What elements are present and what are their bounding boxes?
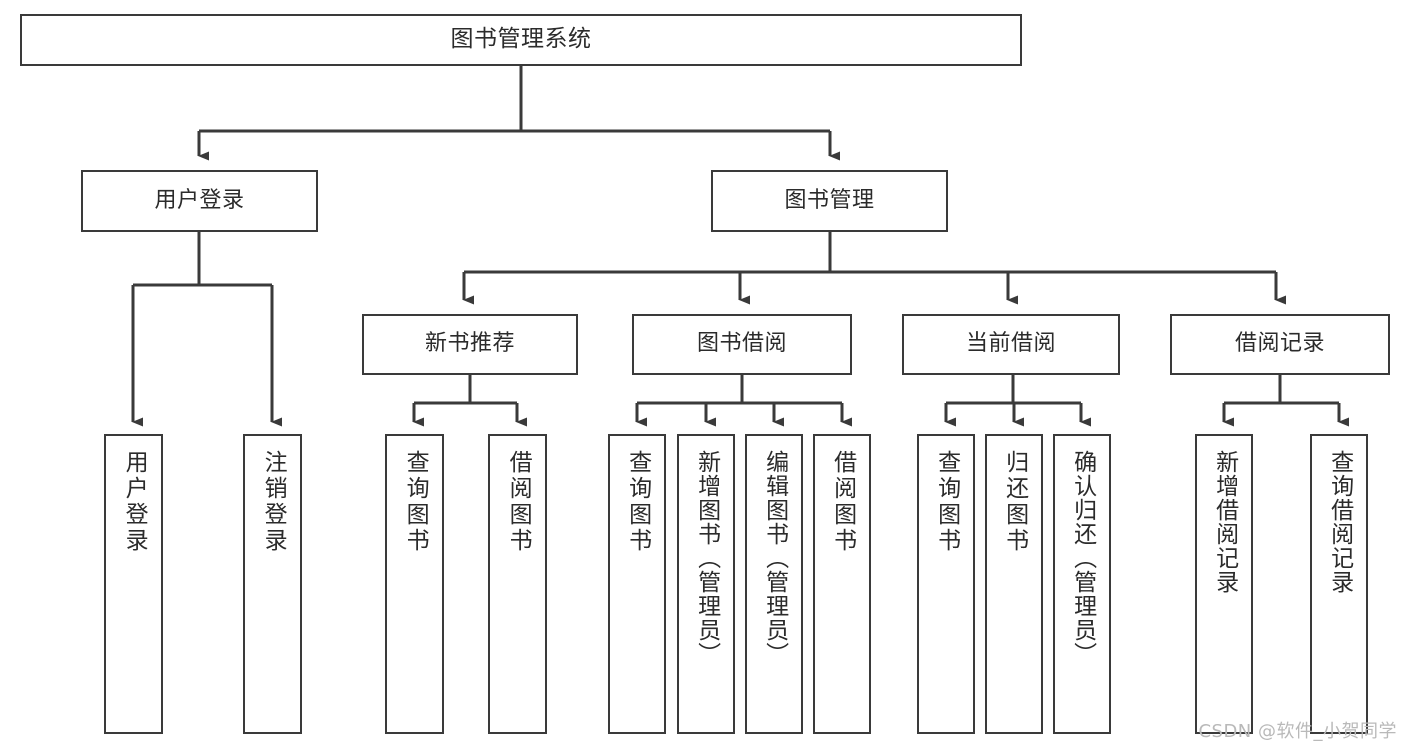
watermark: CSDN @软件_小贺同学 <box>1198 721 1397 742</box>
node-leaf-query-book-3[interactable]: 查询图书 <box>917 434 975 734</box>
node-book-manage[interactable]: 图书管理 <box>711 170 948 232</box>
node-borrow-record-label: 借阅记录 <box>1234 331 1325 357</box>
node-leaf-edit-book[interactable]: 编辑图书（管理员） <box>745 434 803 734</box>
node-leaf-query-book-3-label: 查询图书 <box>933 450 960 554</box>
node-leaf-user-login[interactable]: 用户登录 <box>104 434 163 734</box>
node-leaf-user-logout[interactable]: 注销登录 <box>243 434 302 734</box>
node-user-login-label: 用户登录 <box>154 187 245 213</box>
node-leaf-add-record[interactable]: 新增借阅记录 <box>1195 434 1253 734</box>
node-leaf-add-record-label: 新增借阅记录 <box>1211 450 1238 594</box>
node-leaf-return-book[interactable]: 归还图书 <box>985 434 1043 734</box>
node-leaf-query-book-1[interactable]: 查询图书 <box>385 434 444 734</box>
node-leaf-query-record-label: 查询借阅记录 <box>1326 450 1353 594</box>
node-book-borrow[interactable]: 图书借阅 <box>632 314 852 375</box>
node-user-login[interactable]: 用户登录 <box>81 170 318 232</box>
node-new-book-rec-label: 新书推荐 <box>424 331 515 357</box>
node-leaf-borrow-book-2[interactable]: 借阅图书 <box>813 434 871 734</box>
node-current-borrow[interactable]: 当前借阅 <box>902 314 1120 375</box>
node-leaf-query-book-1-label: 查询图书 <box>402 450 429 554</box>
node-current-borrow-label: 当前借阅 <box>965 331 1056 357</box>
node-leaf-confirm-return[interactable]: 确认归还（管理员） <box>1053 434 1111 734</box>
node-root-label: 图书管理系统 <box>450 26 592 53</box>
node-leaf-add-book-label: 新增图书（管理员） <box>693 450 720 666</box>
node-leaf-return-book-label: 归还图书 <box>1001 450 1028 554</box>
node-leaf-user-login-label: 用户登录 <box>121 450 148 554</box>
node-new-book-rec[interactable]: 新书推荐 <box>362 314 578 375</box>
node-leaf-edit-book-label: 编辑图书（管理员） <box>761 450 788 666</box>
node-leaf-query-book-2[interactable]: 查询图书 <box>608 434 666 734</box>
node-leaf-borrow-book-1-label: 借阅图书 <box>505 450 532 554</box>
node-leaf-query-record[interactable]: 查询借阅记录 <box>1310 434 1368 734</box>
node-leaf-user-logout-label: 注销登录 <box>260 450 287 554</box>
node-leaf-confirm-return-label: 确认归还（管理员） <box>1069 450 1096 666</box>
node-leaf-borrow-book-2-label: 借阅图书 <box>829 450 856 554</box>
node-leaf-query-book-2-label: 查询图书 <box>624 450 651 554</box>
node-book-borrow-label: 图书借阅 <box>696 331 787 357</box>
node-root[interactable]: 图书管理系统 <box>20 14 1022 66</box>
node-borrow-record[interactable]: 借阅记录 <box>1170 314 1390 375</box>
node-leaf-borrow-book-1[interactable]: 借阅图书 <box>488 434 547 734</box>
node-leaf-add-book[interactable]: 新增图书（管理员） <box>677 434 735 734</box>
node-book-manage-label: 图书管理 <box>784 187 875 213</box>
